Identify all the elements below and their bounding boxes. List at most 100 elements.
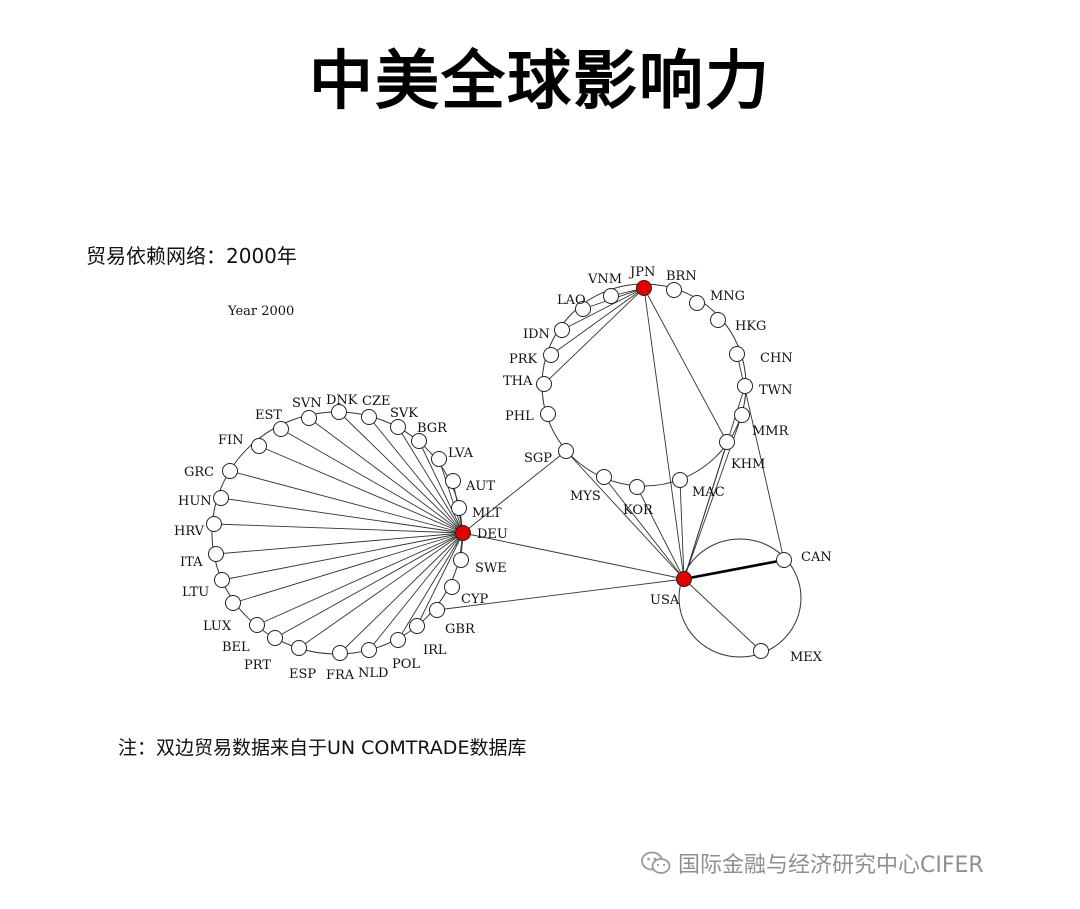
node-svn bbox=[301, 410, 317, 426]
edge-deu-bgr bbox=[418, 440, 464, 534]
node-cyp bbox=[444, 579, 460, 595]
node-fra bbox=[332, 645, 348, 661]
node-nld bbox=[361, 642, 377, 658]
node-mex bbox=[753, 643, 769, 659]
node-ita bbox=[208, 546, 224, 562]
label-cyp: CYP bbox=[461, 592, 489, 607]
edge-deu-lva bbox=[438, 458, 464, 534]
node-prk bbox=[543, 347, 559, 363]
label-prt: PRT bbox=[244, 658, 271, 673]
edge-usa-khm bbox=[683, 441, 728, 580]
edge-deu-ltu bbox=[221, 532, 464, 581]
node-ltu bbox=[214, 572, 230, 588]
watermark: 国际金融与经济研究中心CIFER bbox=[640, 847, 984, 879]
edge-usa-mac bbox=[679, 479, 685, 580]
node-lva bbox=[431, 451, 447, 467]
watermark-text: 国际金融与经济研究中心CIFER bbox=[678, 853, 984, 878]
label-mex: MEX bbox=[790, 650, 823, 665]
node-can bbox=[776, 552, 792, 568]
node-gbr bbox=[429, 602, 445, 618]
label-lao: LAO bbox=[557, 293, 586, 308]
label-prk: PRK bbox=[509, 352, 538, 367]
label-vnm: VNM bbox=[587, 272, 622, 287]
node-irl bbox=[409, 618, 425, 634]
slide-title: 中美全球影响力 bbox=[309, 45, 771, 119]
node-twn bbox=[737, 378, 753, 394]
label-pol: POL bbox=[392, 657, 420, 672]
data-source-note: 注：双边贸易数据来自于UN COMTRADE数据库 bbox=[118, 737, 527, 759]
edge-usa-gbr bbox=[436, 578, 685, 611]
label-jpn: JPN bbox=[628, 265, 655, 280]
label-kor: KOR bbox=[623, 503, 654, 518]
label-usa: USA bbox=[650, 593, 680, 608]
label-hun: HUN bbox=[178, 494, 212, 509]
edge-jpn-prk bbox=[550, 287, 645, 356]
label-ita: ITA bbox=[180, 555, 203, 570]
node-lao bbox=[575, 301, 591, 317]
node-hun bbox=[213, 490, 229, 506]
node-mng bbox=[689, 295, 705, 311]
cluster-ring-2 bbox=[678, 538, 802, 658]
edge-deu-cze bbox=[368, 416, 464, 534]
edge-jpn-khm bbox=[643, 287, 728, 443]
network-nodes bbox=[206, 280, 792, 661]
label-est: EST bbox=[255, 408, 282, 423]
edge-deu-nld bbox=[368, 532, 464, 651]
label-fra: FRA bbox=[326, 668, 355, 683]
label-phl: PHL bbox=[505, 409, 534, 424]
node-hkg bbox=[710, 312, 726, 328]
edge-deu-svk bbox=[397, 426, 464, 534]
node-mmr bbox=[734, 407, 750, 423]
node-idn bbox=[554, 322, 570, 338]
edge-deu-prt bbox=[274, 532, 464, 639]
edge-deu-usa bbox=[462, 532, 685, 580]
label-can: CAN bbox=[801, 550, 832, 565]
label-twn: TWN bbox=[759, 383, 792, 398]
label-lva: LVA bbox=[448, 446, 474, 461]
node-tha bbox=[536, 376, 552, 392]
edge-deu-sgp bbox=[462, 450, 567, 534]
node-prt bbox=[267, 630, 283, 646]
node-kor bbox=[629, 479, 645, 495]
edge-deu-irl bbox=[416, 532, 464, 627]
label-ltu: LTU bbox=[182, 585, 209, 600]
label-grc: GRC bbox=[184, 465, 214, 480]
node-chn bbox=[729, 346, 745, 362]
node-dnk bbox=[331, 404, 347, 420]
label-gbr: GBR bbox=[445, 622, 476, 637]
node-vnm bbox=[603, 288, 619, 304]
node-swe bbox=[453, 552, 469, 568]
hub-node-deu bbox=[455, 525, 471, 541]
edge-usa-sgp bbox=[565, 450, 685, 580]
edge-deu-dnk bbox=[338, 411, 464, 534]
label-mmr: MMR bbox=[752, 424, 790, 439]
label-bel: BEL bbox=[222, 640, 250, 655]
label-svn: SVN bbox=[292, 396, 322, 411]
edge-deu-lux bbox=[232, 532, 464, 604]
label-tha: THA bbox=[503, 374, 533, 389]
label-mys: MYS bbox=[570, 489, 601, 504]
node-bel bbox=[249, 617, 265, 633]
edge-deu-hun bbox=[220, 497, 464, 534]
label-deu: DEU bbox=[477, 527, 508, 542]
label-hrv: HRV bbox=[174, 524, 205, 539]
wechat-icon bbox=[640, 850, 672, 876]
year-label: Year 2000 bbox=[228, 304, 295, 319]
label-idn: IDN bbox=[523, 327, 550, 342]
node-sgp bbox=[558, 443, 574, 459]
node-khm bbox=[719, 434, 735, 450]
edge-usa-kor bbox=[636, 486, 685, 580]
edge-usa-can bbox=[683, 558, 785, 581]
edge-deu-hrv bbox=[213, 523, 464, 534]
label-esp: ESP bbox=[289, 667, 316, 682]
label-fin: FIN bbox=[218, 433, 244, 448]
node-bgr bbox=[411, 433, 427, 449]
edge-usa-mex bbox=[683, 578, 762, 652]
label-dnk: DNK bbox=[326, 393, 358, 408]
edge-deu-fin bbox=[258, 445, 464, 534]
label-swe: SWE bbox=[475, 561, 507, 576]
node-brn bbox=[666, 282, 682, 298]
label-aut: AUT bbox=[465, 479, 495, 494]
